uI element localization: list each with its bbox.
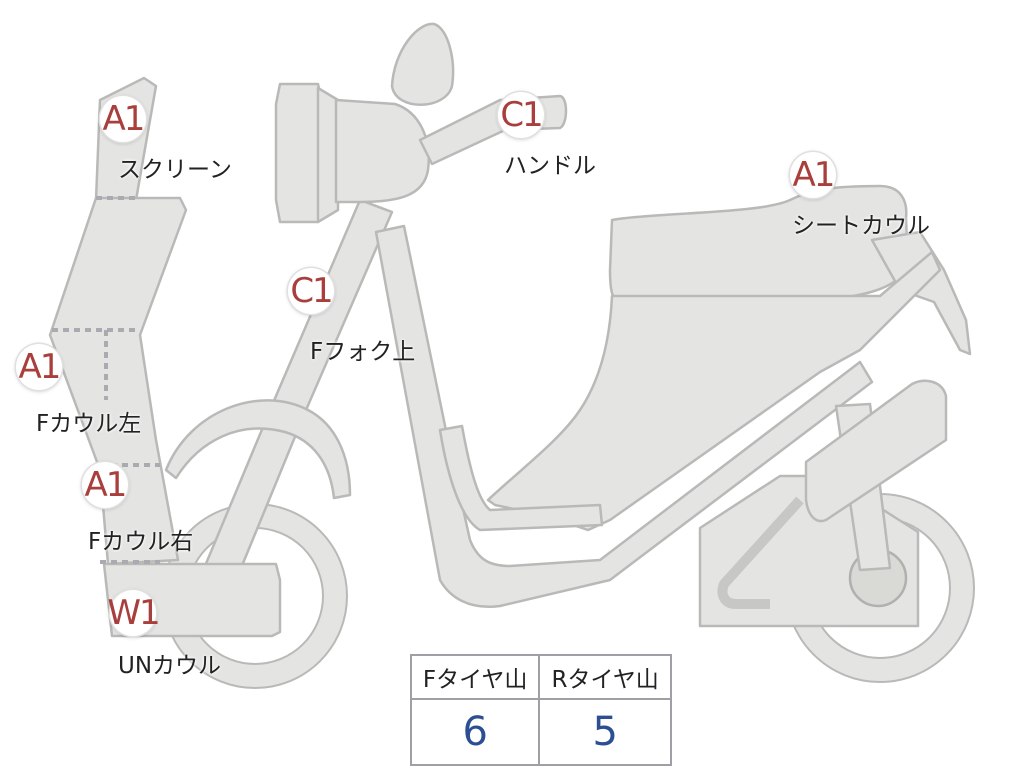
badge-handle: C1 xyxy=(498,92,544,138)
front-cowl xyxy=(48,196,188,566)
floor-frame xyxy=(374,224,874,609)
badge-un-cowl: W1 xyxy=(107,590,161,636)
seat xyxy=(608,184,910,306)
rear-body xyxy=(486,250,942,532)
rear-tire-header: Rタイヤ山 xyxy=(538,654,672,700)
label-seat-cowl: シートカウル xyxy=(792,213,930,239)
label-un-cowl: UNカウル xyxy=(118,653,222,679)
front-tire-value: 6 xyxy=(409,698,541,766)
handlebar-cover xyxy=(334,98,430,204)
badge-f-cowl-left: A1 xyxy=(16,344,62,390)
badge-seat-cowl: A1 xyxy=(790,152,836,198)
label-fork-upper: Fフォク上 xyxy=(310,339,416,365)
front-fender xyxy=(164,399,352,500)
label-screen: スクリーン xyxy=(118,157,232,183)
tire-tread-table: Fタイヤ山 Rタイヤ山 6 5 xyxy=(409,654,672,766)
label-handle: ハンドル xyxy=(504,153,596,179)
front-tire-header: Fタイヤ山 xyxy=(409,654,541,700)
badge-screen: A1 xyxy=(100,96,146,142)
label-f-cowl-right: Fカウル右 xyxy=(88,529,194,555)
badge-f-cowl-right: A1 xyxy=(82,462,128,508)
muffler xyxy=(804,379,948,523)
mirror xyxy=(390,22,455,106)
badge-fork-upper: C1 xyxy=(288,268,334,314)
label-f-cowl-left: Fカウル左 xyxy=(36,411,142,437)
rear-tire-value: 5 xyxy=(538,698,672,766)
exhaust-pipe xyxy=(717,496,804,609)
